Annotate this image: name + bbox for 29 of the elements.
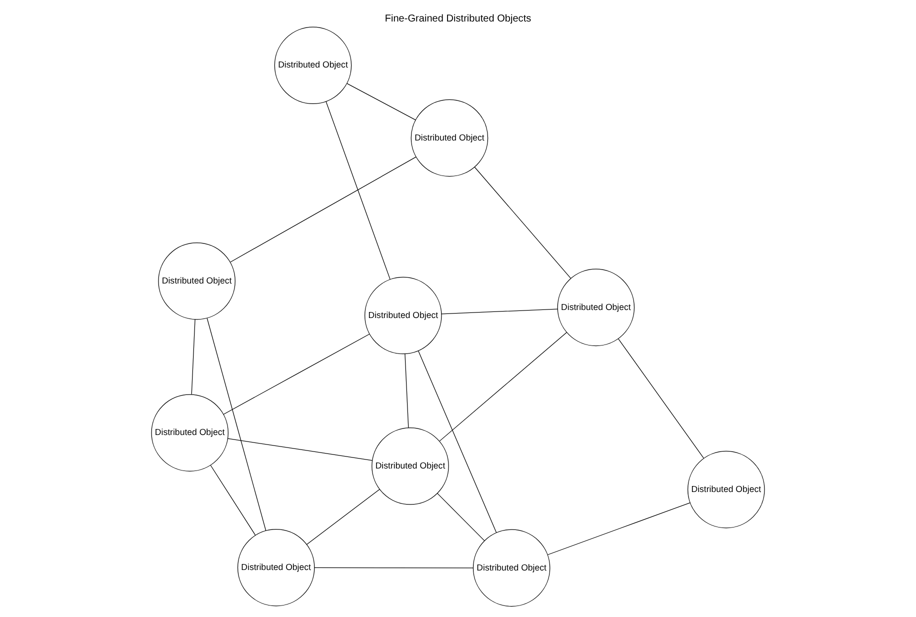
- connector: [191, 319, 196, 395]
- connector: [474, 166, 572, 279]
- connector: [210, 464, 256, 536]
- connector: [346, 83, 416, 120]
- connector: [230, 156, 416, 262]
- connector: [326, 101, 390, 280]
- node-circle: Distributed Object: [237, 528, 315, 606]
- connector: [439, 332, 568, 442]
- connector: [206, 318, 266, 531]
- node-circle: Distributed Object: [688, 450, 765, 528]
- connector: [404, 354, 409, 428]
- connector: [418, 350, 497, 533]
- diagram-title: Fine-Grained Distributed Objects: [384, 13, 532, 24]
- node-circle: Distributed Object: [158, 242, 236, 320]
- node-circle: Distributed Object: [557, 268, 635, 346]
- connector: [223, 334, 370, 415]
- node-circle: Distributed Object: [364, 276, 442, 354]
- connector: [547, 502, 690, 556]
- node-circle: Distributed Object: [151, 394, 228, 472]
- node-circle: Distributed Object: [472, 529, 550, 607]
- connector: [228, 438, 372, 461]
- connector: [441, 308, 558, 314]
- connector: [437, 493, 485, 541]
- node-circle: Distributed Object: [274, 26, 352, 104]
- connector: [618, 338, 704, 459]
- connector: [306, 489, 380, 545]
- connector: [314, 567, 474, 568]
- node-circle: Distributed Object: [410, 99, 488, 177]
- node-circle: Distributed Object: [372, 428, 449, 505]
